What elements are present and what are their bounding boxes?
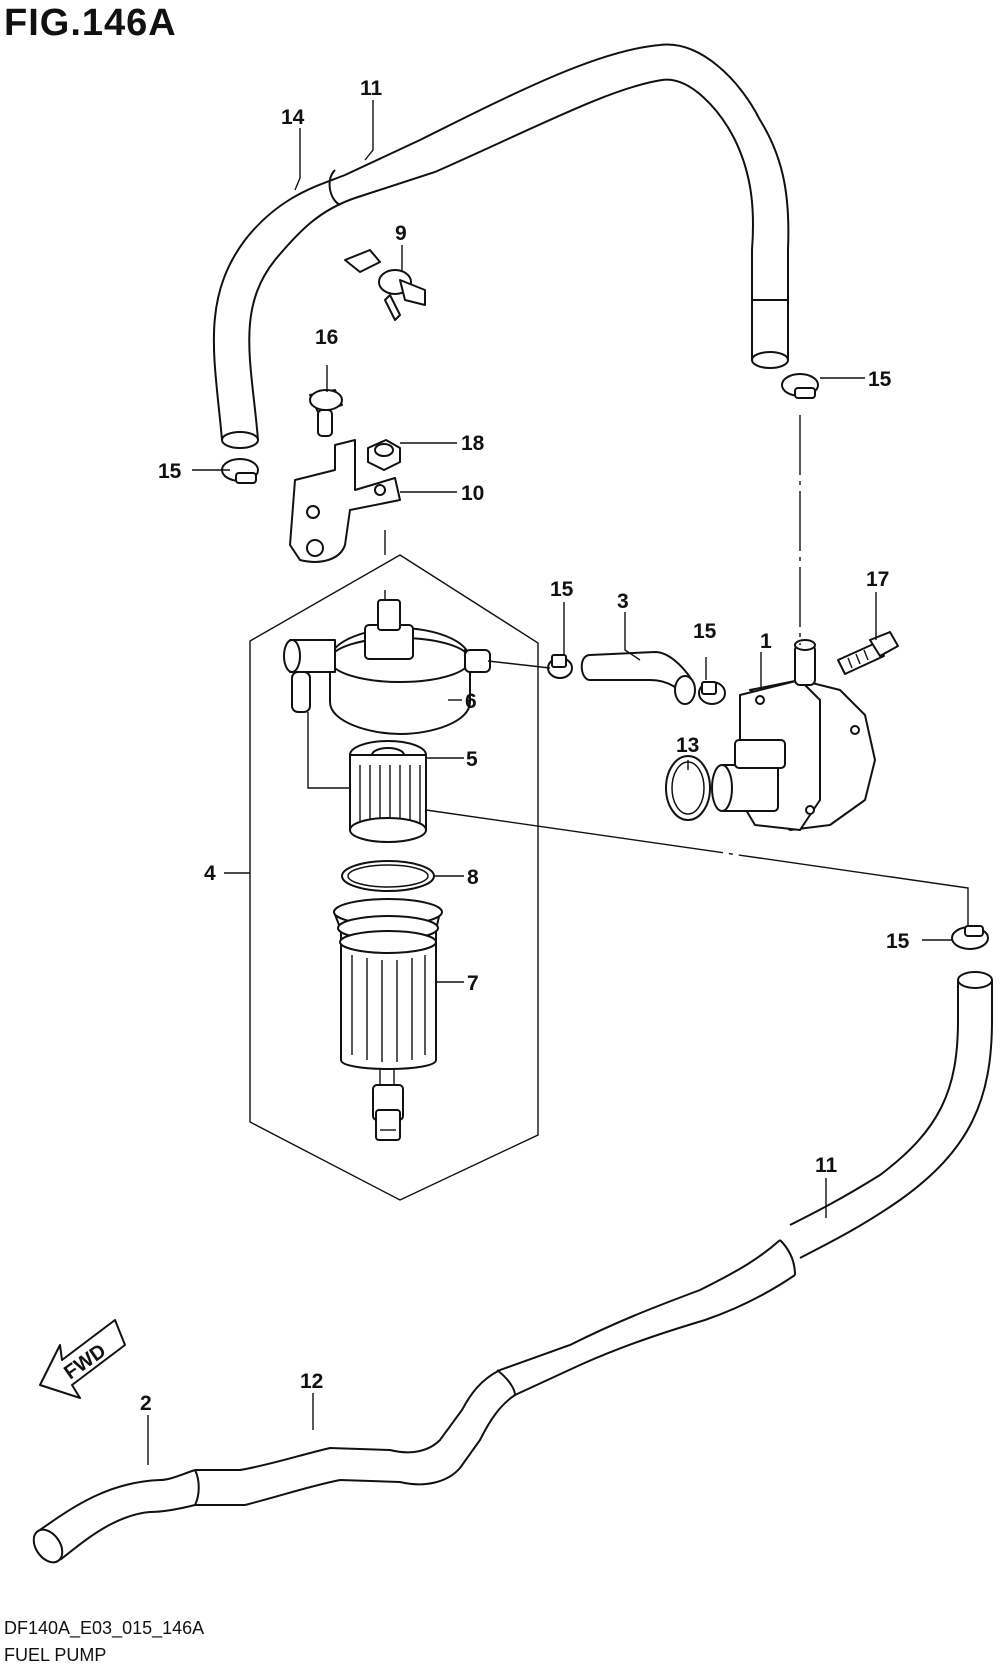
callout-9: 9	[395, 222, 407, 245]
hose-clip	[344, 249, 426, 321]
callout-15-lower-right: 15	[886, 930, 910, 953]
callout-4: 4	[204, 862, 216, 885]
callout-11-lower: 11	[815, 1154, 838, 1177]
callout-14: 14	[281, 106, 305, 129]
bolt-16	[309, 389, 343, 437]
hose-3	[580, 651, 696, 705]
callout-18: 18	[461, 432, 485, 455]
callout-2: 2	[140, 1392, 152, 1415]
callout-3: 3	[617, 590, 629, 613]
o-ring-13	[665, 755, 711, 821]
callout-17: 17	[866, 568, 889, 591]
diagram-name: FUEL PUMP	[4, 1645, 107, 1665]
lower-fuel-hose	[32, 971, 993, 1564]
filter-bowl	[333, 898, 443, 1141]
fuel-pump	[711, 639, 876, 831]
callout-10: 10	[461, 482, 484, 505]
nut-18	[367, 439, 401, 471]
fwd-arrow-icon: FWD	[39, 1319, 126, 1399]
callout-15-filter-outlet: 15	[550, 578, 574, 601]
callout-15-top-right: 15	[868, 368, 892, 391]
callout-7: 7	[467, 972, 479, 995]
filter-assembly-outline	[249, 554, 539, 1201]
callout-15-left: 15	[158, 460, 182, 483]
figure-title: FIG.146A	[4, 2, 177, 44]
filter-bracket	[289, 439, 401, 563]
o-ring-8	[341, 860, 435, 892]
bolt-17	[837, 631, 899, 675]
callout-11-upper: 11	[360, 77, 383, 100]
callout-12: 12	[300, 1370, 323, 1393]
hose-clamp-top-right	[781, 373, 819, 399]
hose-clamp-filter-outlet	[547, 654, 573, 679]
callout-15-pump-inlet: 15	[693, 620, 717, 643]
callout-16: 16	[315, 326, 338, 349]
hose-clamp-pump-inlet	[698, 681, 726, 705]
upper-fuel-hose	[212, 43, 790, 449]
diagram-code: DF140A_E03_015_146A	[4, 1618, 205, 1638]
callout-labels: 1 2 3 4 5 6 7 8 9 10 11 11 12 13 14 15 1…	[140, 77, 910, 1415]
filter-cap	[283, 599, 491, 735]
callout-1: 1	[760, 630, 772, 653]
callout-5: 5	[466, 748, 478, 771]
callout-13: 13	[676, 734, 699, 757]
hose-clamp-lower-right	[951, 925, 989, 950]
callout-8: 8	[467, 866, 479, 889]
leader-lines	[147, 100, 969, 1465]
hose-clamp-left	[221, 458, 259, 484]
filter-element	[349, 740, 427, 843]
callout-6: 6	[465, 690, 477, 713]
